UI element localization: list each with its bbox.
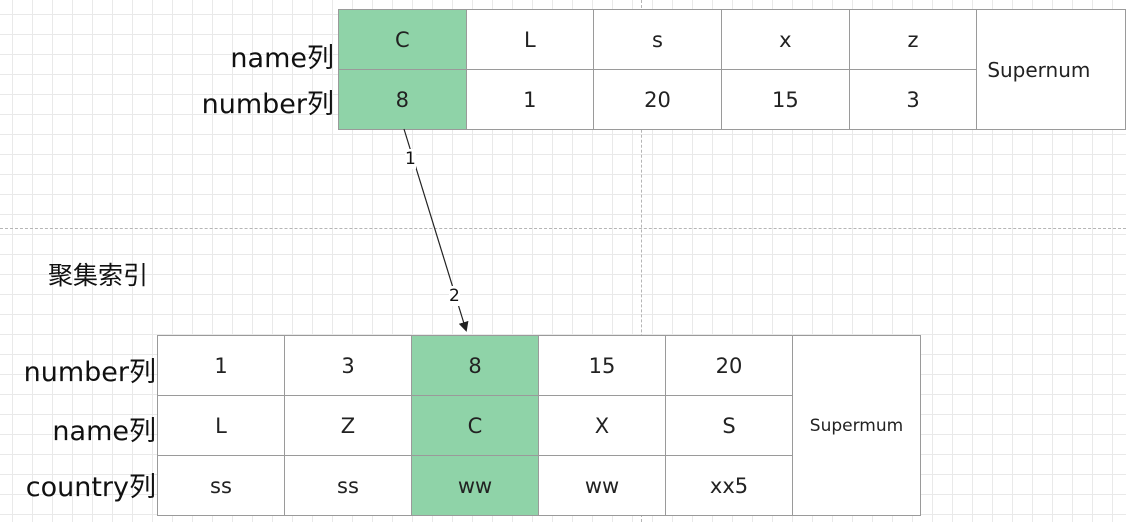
top-number-row: 8 1 20 15 3 bbox=[338, 69, 1126, 130]
top-row-label-number: number列 bbox=[201, 89, 334, 120]
bottom-country-cell[interactable]: xx5 bbox=[665, 455, 793, 516]
bottom-name-cell[interactable]: S bbox=[665, 395, 793, 456]
bottom-number-cell[interactable]: 3 bbox=[284, 335, 412, 396]
horizontal-guide-line bbox=[0, 228, 1126, 229]
bottom-country-cell[interactable]: ss bbox=[284, 455, 412, 516]
bottom-number-cell[interactable]: 20 bbox=[665, 335, 793, 396]
bottom-name-cell[interactable]: L bbox=[157, 395, 285, 456]
top-name-cell[interactable]: L bbox=[465, 9, 595, 70]
bottom-country-cell[interactable]: ss bbox=[157, 455, 285, 516]
vertical-guide-line bbox=[641, 0, 642, 522]
bottom-country-cell[interactable]: ww bbox=[538, 455, 666, 516]
bottom-row-label-country: country列 bbox=[25, 472, 156, 503]
bottom-number-cell[interactable]: 15 bbox=[538, 335, 666, 396]
arrow-label-end: 2 bbox=[449, 286, 460, 306]
top-number-cell[interactable]: 20 bbox=[593, 69, 722, 130]
arrow-label-start: 1 bbox=[405, 149, 416, 169]
top-name-cell[interactable]: s bbox=[593, 9, 722, 70]
top-number-cell[interactable]: 1 bbox=[465, 69, 595, 130]
bottom-number-cell[interactable]: 1 bbox=[157, 335, 285, 396]
top-row-label-name: name列 bbox=[230, 43, 334, 74]
top-number-cell[interactable]: 3 bbox=[848, 69, 978, 130]
top-name-cell[interactable]: z bbox=[848, 9, 978, 70]
bottom-country-row: ss ss ww ww xx5 bbox=[157, 455, 921, 516]
bottom-number-row: 1 3 8 15 20 Supermum bbox=[157, 335, 921, 516]
section-title: 聚集索引 bbox=[48, 261, 149, 290]
bottom-row-label-name: name列 bbox=[52, 416, 156, 447]
bottom-row-label-number: number列 bbox=[23, 357, 156, 388]
bottom-number-cell[interactable]: 8 bbox=[411, 335, 539, 396]
clustered-index-table: 1 3 8 15 20 Supermum L Z C X S ss ss ww … bbox=[157, 335, 921, 516]
bottom-supremum-cell[interactable]: Supermum bbox=[792, 335, 921, 516]
secondary-index-table: C L s x z Supernum 8 1 20 15 3 bbox=[338, 9, 1126, 130]
bottom-country-cell[interactable]: ww bbox=[411, 455, 539, 516]
bottom-name-cell[interactable]: C bbox=[411, 395, 539, 456]
bottom-name-cell[interactable]: X bbox=[538, 395, 666, 456]
top-name-row: C L s x z Supernum bbox=[338, 9, 1126, 130]
top-number-cell[interactable]: 15 bbox=[720, 69, 850, 130]
top-supremum-cell[interactable]: Supernum bbox=[976, 9, 1126, 130]
top-number-cell[interactable]: 8 bbox=[338, 69, 467, 130]
bottom-name-cell[interactable]: Z bbox=[284, 395, 412, 456]
